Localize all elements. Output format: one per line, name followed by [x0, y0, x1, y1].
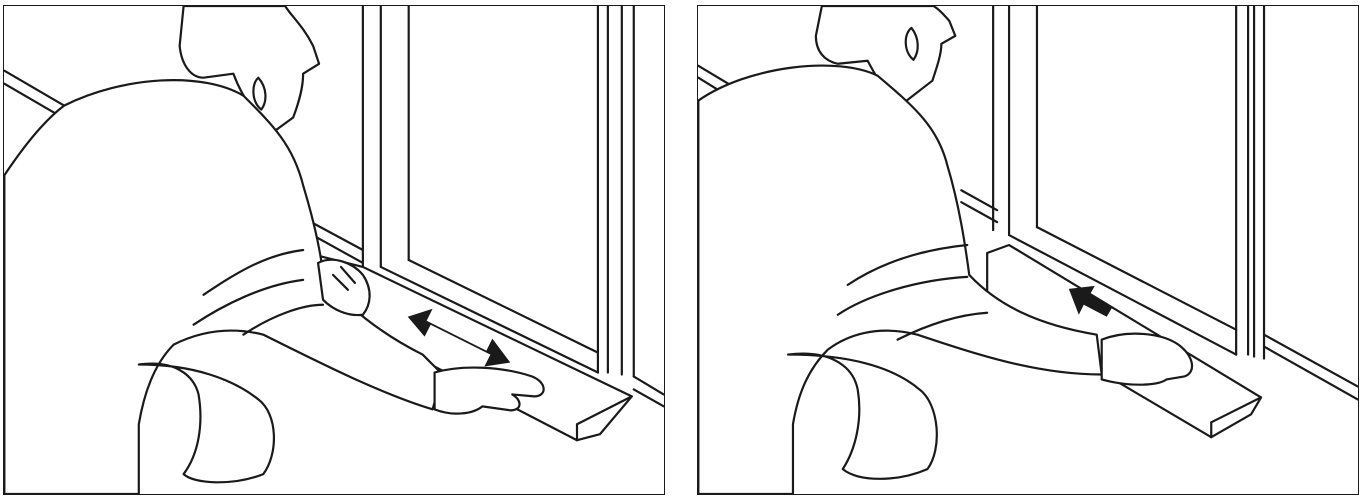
illustration-panel-left: [3, 5, 665, 495]
right-illustration: [698, 6, 1358, 494]
left-illustration: [4, 6, 664, 494]
person-figure: [698, 6, 1192, 494]
illustration-panel-right: [697, 5, 1359, 495]
person-figure: [4, 6, 543, 494]
